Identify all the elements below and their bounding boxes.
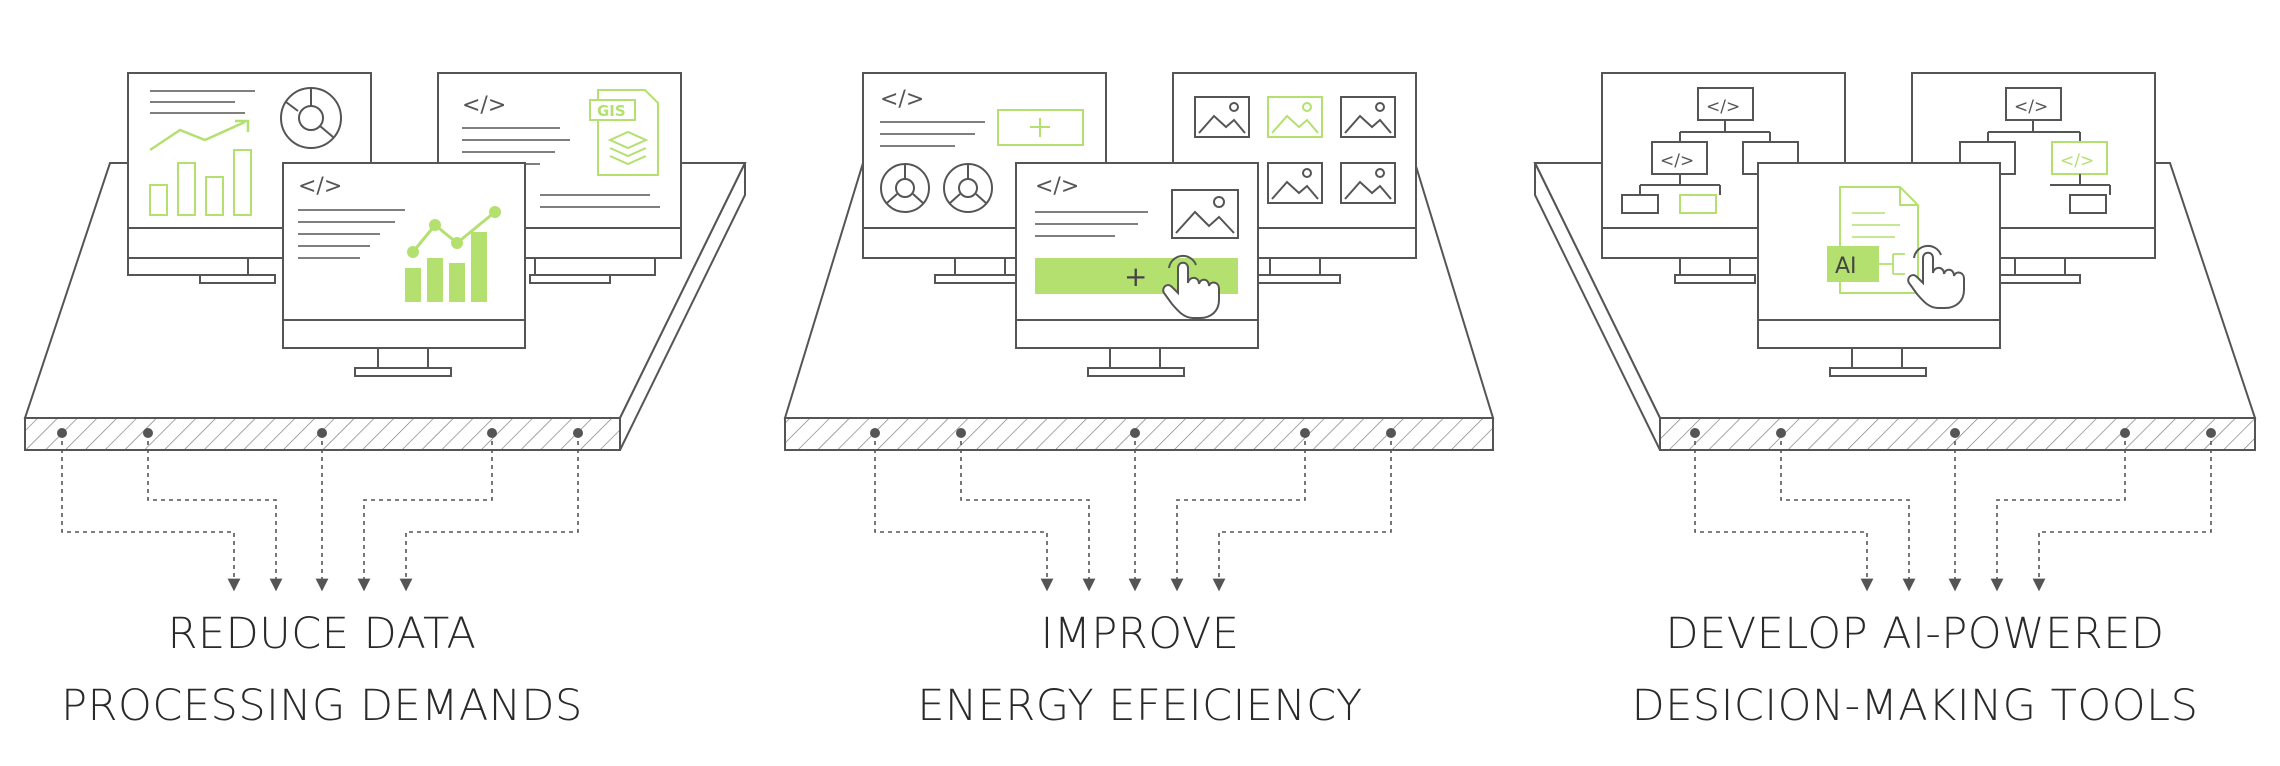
hand-cursor-icon [1162, 254, 1220, 319]
monitor-front-dashboard: </> [282, 162, 526, 377]
chart-icon [149, 90, 255, 216]
caption-line: DESICION-MAKING TOOLS [1631, 681, 2199, 731]
caption-ai-tools: DEVELOP AI-POWERED DESICION-MAKING TOOLS [1555, 598, 2275, 742]
donut-icon [880, 163, 993, 213]
svg-text:</>: </> [1706, 97, 1740, 117]
donut-icon [280, 87, 342, 149]
connector-nodes [1690, 428, 2216, 438]
svg-text:</>: </> [2060, 151, 2094, 171]
image-icon [1171, 189, 1239, 239]
ai-document-icon: AI [1827, 186, 1919, 294]
connector-arrows [1694, 433, 2212, 592]
connector-arrows [874, 433, 1392, 592]
monitor-front-add: </> + [1015, 162, 1259, 377]
gis-file-icon: GIS [589, 89, 659, 176]
svg-text:</>: </> [1660, 151, 1694, 171]
code-icon: </> [462, 93, 506, 118]
caption-line: REDUCE DATA [167, 609, 477, 659]
tree-diagram-icon: </> </> [1621, 87, 1799, 214]
connector-nodes [870, 428, 1396, 438]
caption-line: PROCESSING DEMANDS [61, 681, 583, 731]
code-icon: </> [880, 87, 924, 112]
caption-reduce-data: REDUCE DATA PROCESSING DEMANDS [0, 598, 682, 742]
bar-chart-icon [405, 206, 501, 302]
caption-line: IMPROVE [1040, 609, 1240, 659]
hand-cursor-icon [1907, 244, 1965, 309]
connector-nodes [57, 428, 583, 438]
panel-energy-efficiency: </> [783, 72, 1495, 592]
panel-ai-tools: </> </> </ [1533, 72, 2257, 592]
caption-energy-efficiency: IMPROVE ENERGY EFEICIENCY [780, 598, 1500, 742]
code-icon: </> [298, 174, 342, 199]
caption-line: ENERGY EFEICIENCY [917, 681, 1363, 731]
svg-text:</>: </> [2014, 97, 2048, 117]
panel-reduce-data: </> GIS </> [23, 72, 747, 592]
tree-diagram-icon: </> </> [1959, 87, 2111, 214]
svg-text:AI: AI [1835, 254, 1857, 279]
plus-icon: + [1124, 260, 1147, 293]
image-icon [1194, 96, 1396, 204]
code-icon: </> [1035, 174, 1079, 199]
caption-line: DEVELOP AI-POWERED [1665, 609, 2165, 659]
connector-arrows [61, 433, 579, 592]
svg-text:GIS: GIS [597, 102, 626, 120]
monitor-front-ai: AI [1757, 162, 2001, 377]
